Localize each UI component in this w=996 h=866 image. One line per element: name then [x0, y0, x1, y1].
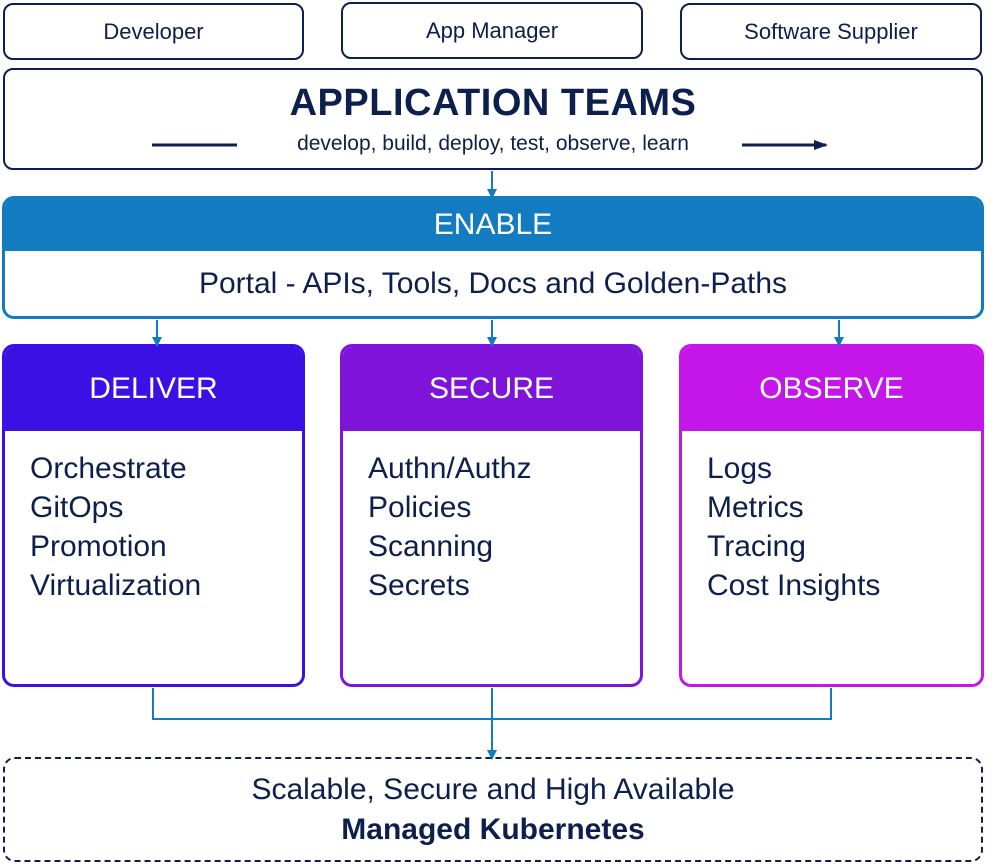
application-teams-subtitle: develop, build, deploy, test, observe, l… [297, 132, 689, 155]
role-label: App Manager [425, 17, 559, 43]
role-box-software-supplier: Software Supplier [680, 3, 982, 60]
deliver-header: DELIVER [5, 347, 302, 431]
platform-tagline: Scalable, Secure and High Available [251, 773, 735, 806]
observe-pillar: OBSERVE Logs Metrics Tracing Cost Insigh… [679, 344, 984, 687]
list-item: Logs [707, 452, 773, 485]
enable-header: ENABLE [5, 199, 981, 251]
list-item: Scanning [368, 530, 494, 563]
deliver-pillar: DELIVER Orchestrate GitOps Promotion Vir… [2, 344, 305, 687]
role-label: Software Supplier [744, 18, 918, 44]
list-item: Tracing [707, 530, 806, 563]
deliver-list: Orchestrate GitOps Promotion Virtualizat… [30, 449, 201, 605]
role-box-developer: Developer [3, 3, 304, 60]
secure-header: SECURE [343, 347, 640, 431]
list-item: Virtualization [30, 569, 202, 602]
managed-kubernetes-box: Scalable, Secure and High Available Mana… [3, 757, 983, 862]
list-item: Promotion [30, 530, 167, 563]
application-teams-title: APPLICATION TEAMS [289, 82, 697, 124]
secure-list: Authn/Authz Policies Scanning Secrets [368, 449, 531, 605]
list-item: Metrics [707, 491, 804, 524]
enable-box: ENABLE Portal - APIs, Tools, Docs and Go… [2, 196, 984, 319]
list-item: Authn/Authz [368, 452, 532, 485]
list-item: Orchestrate [30, 452, 187, 485]
list-item: GitOps [30, 491, 124, 524]
secure-pillar: SECURE Authn/Authz Policies Scanning Sec… [340, 344, 643, 687]
application-teams-box: APPLICATION TEAMS develop, build, deploy… [3, 68, 983, 170]
list-item: Cost Insights [707, 569, 881, 602]
enable-portal-text: Portal - APIs, Tools, Docs and Golden-Pa… [198, 266, 788, 300]
platform-title: Managed Kubernetes [341, 813, 645, 846]
role-label: Developer [103, 18, 204, 44]
role-box-app-manager: App Manager [341, 2, 643, 59]
list-item: Policies [368, 491, 472, 524]
bracket-pillars [152, 688, 832, 720]
list-item: Secrets [368, 569, 470, 602]
observe-list: Logs Metrics Tracing Cost Insights [707, 449, 880, 605]
observe-header: OBSERVE [682, 347, 981, 431]
